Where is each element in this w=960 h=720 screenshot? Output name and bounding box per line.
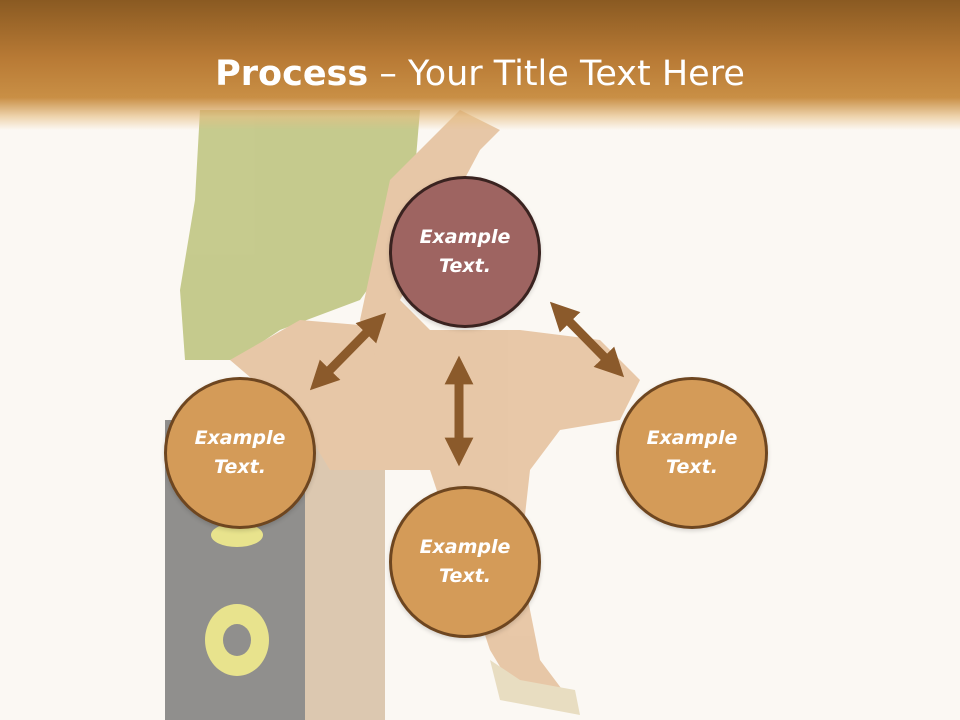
node-label-line2: Text. xyxy=(666,456,718,478)
speaker-cone-upper xyxy=(211,523,263,547)
node-label-line1: Example xyxy=(419,536,511,558)
title-rest: – Your Title Text Here xyxy=(368,54,745,94)
page-title: Process – Your Title Text Here xyxy=(0,48,960,100)
node-label-line1: Example xyxy=(194,427,286,449)
legs xyxy=(230,320,640,700)
node-label-line2: Text. xyxy=(439,255,491,277)
node-label-line2: Text. xyxy=(439,565,491,587)
title-bar: Process – Your Title Text Here xyxy=(0,0,960,130)
node-label-line1: Example xyxy=(646,427,738,449)
arm xyxy=(360,110,500,390)
dress xyxy=(180,110,420,360)
node-label-line2: Text. xyxy=(214,456,266,478)
title-bold: Process xyxy=(215,54,369,94)
node-label-line1: Example xyxy=(419,226,511,248)
shoe xyxy=(490,660,580,715)
